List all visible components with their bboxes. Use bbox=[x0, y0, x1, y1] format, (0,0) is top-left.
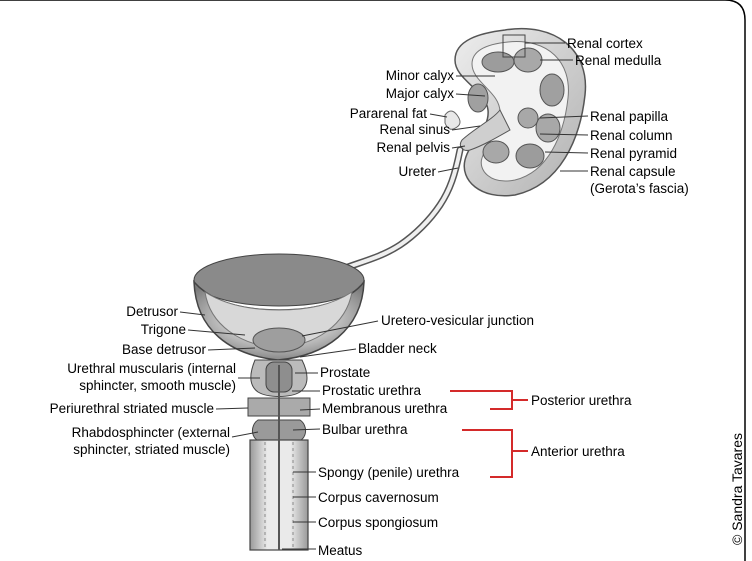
bladder-illustration bbox=[194, 254, 364, 360]
label-prostatic-urethra: Prostatic urethra bbox=[322, 383, 422, 398]
label-anterior-urethra: Anterior urethra bbox=[531, 444, 625, 459]
label-corpus-cavernosum: Corpus cavernosum bbox=[318, 490, 439, 505]
label-membranous-urethra: Membranous urethra bbox=[322, 401, 448, 416]
label-urethral-muscularis-line2: sphincter, smooth muscle) bbox=[79, 378, 236, 393]
label-base-detrusor: Base detrusor bbox=[122, 342, 207, 357]
label-renal-pelvis: Renal pelvis bbox=[376, 140, 450, 155]
label-urethral-muscularis-line1: Urethral muscularis (internal bbox=[67, 361, 236, 376]
label-renal-sinus: Renal sinus bbox=[379, 122, 450, 137]
label-periurethral-striated-muscle: Periurethral striated muscle bbox=[50, 401, 214, 416]
label-minor-calyx: Minor calyx bbox=[386, 68, 455, 83]
urethra-brackets bbox=[450, 391, 528, 477]
label-posterior-urethra: Posterior urethra bbox=[531, 393, 632, 408]
label-uretero-vesicular-junction: Uretero-vesicular junction bbox=[381, 313, 534, 328]
label-bulbar-urethra: Bulbar urethra bbox=[322, 422, 408, 437]
label-renal-papilla: Renal papilla bbox=[590, 109, 669, 124]
label-major-calyx: Major calyx bbox=[386, 86, 455, 101]
label-ureter: Ureter bbox=[398, 164, 436, 179]
label-trigone: Trigone bbox=[141, 322, 186, 337]
label-rhabdosphincter-line1: Rhabdosphincter (external bbox=[72, 425, 230, 440]
label-bladder-neck: Bladder neck bbox=[358, 341, 437, 356]
label-corpus-spongiosum: Corpus spongiosum bbox=[318, 515, 438, 530]
label-renal-column: Renal column bbox=[590, 128, 673, 143]
label-renal-medulla: Renal medulla bbox=[575, 53, 662, 68]
label-prostate: Prostate bbox=[320, 365, 370, 380]
label-detrusor: Detrusor bbox=[126, 304, 178, 319]
label-renal-pyramid: Renal pyramid bbox=[590, 146, 677, 161]
label-renal-capsule-line2: (Gerota’s fascia) bbox=[590, 181, 689, 196]
label-pararenal-fat: Pararenal fat bbox=[350, 106, 428, 121]
label-renal-capsule-line1: Renal capsule bbox=[590, 164, 676, 179]
label-spongy-urethra: Spongy (penile) urethra bbox=[318, 465, 460, 480]
label-rhabdosphincter-line2: sphincter, striated muscle) bbox=[73, 442, 230, 457]
label-renal-cortex: Renal cortex bbox=[567, 36, 643, 51]
anterior-bracket bbox=[462, 430, 528, 477]
copyright-credit: © Sandra Tavares bbox=[729, 433, 745, 545]
label-meatus: Meatus bbox=[318, 543, 363, 558]
posterior-bracket bbox=[450, 391, 528, 409]
